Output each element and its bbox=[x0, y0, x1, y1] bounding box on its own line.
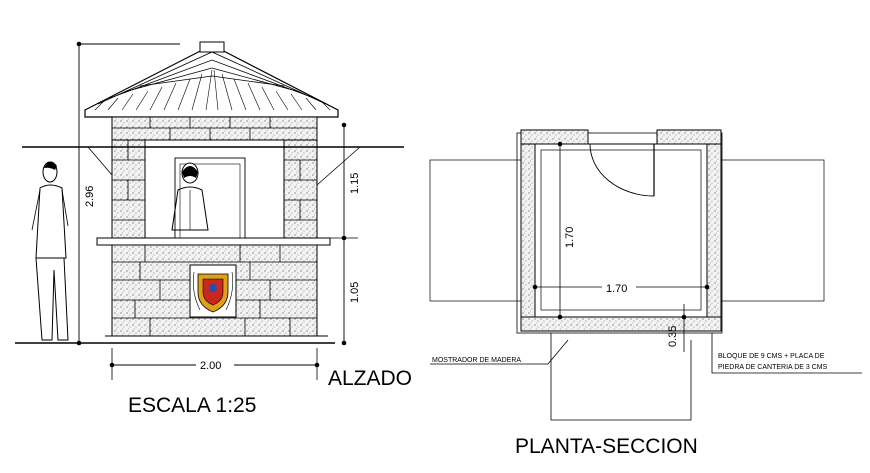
person-figure bbox=[31, 161, 69, 341]
coat-of-arms-icon bbox=[189, 264, 237, 318]
note-block-line1: BLOQUE DE 9 CMS + PLACA DE bbox=[718, 353, 825, 360]
elevation-view: 2.96 1.15 1.05 2.00 ALZADO ESCALA 1:25 bbox=[15, 41, 412, 417]
lintel-stone bbox=[111, 116, 318, 141]
plan-view: 1.70 1.70 0.35 MOSTRADOR DE MADERA BLOQU… bbox=[429, 129, 862, 458]
scale-label: ESCALA 1:25 bbox=[128, 394, 256, 417]
right-pillar bbox=[283, 139, 318, 241]
plan-title: PLANTA-SECCION bbox=[515, 435, 698, 458]
note-block-line2: PIEDRA DE CANTERIA DE 3 CMS bbox=[718, 364, 828, 371]
counter-shelf bbox=[96, 237, 331, 246]
dim-plan-depth: 1.70 bbox=[564, 227, 576, 248]
dim-lower-height: 1.05 bbox=[349, 282, 361, 303]
dim-wall: 0.35 bbox=[667, 326, 679, 347]
tile-roof bbox=[84, 41, 339, 118]
elevation-title: ALZADO bbox=[328, 367, 412, 390]
dim-width: 2.00 bbox=[200, 360, 221, 372]
door-swing bbox=[589, 143, 655, 197]
dim-total-height: 2.96 bbox=[84, 186, 96, 207]
plan-walls bbox=[520, 129, 722, 332]
dim-plan-width: 1.70 bbox=[606, 283, 627, 295]
dim-upper-height: 1.15 bbox=[349, 173, 361, 194]
attendant-figure bbox=[171, 162, 209, 231]
left-pillar bbox=[111, 139, 146, 241]
note-counter: MOSTRADOR DE MADERA bbox=[432, 357, 521, 364]
